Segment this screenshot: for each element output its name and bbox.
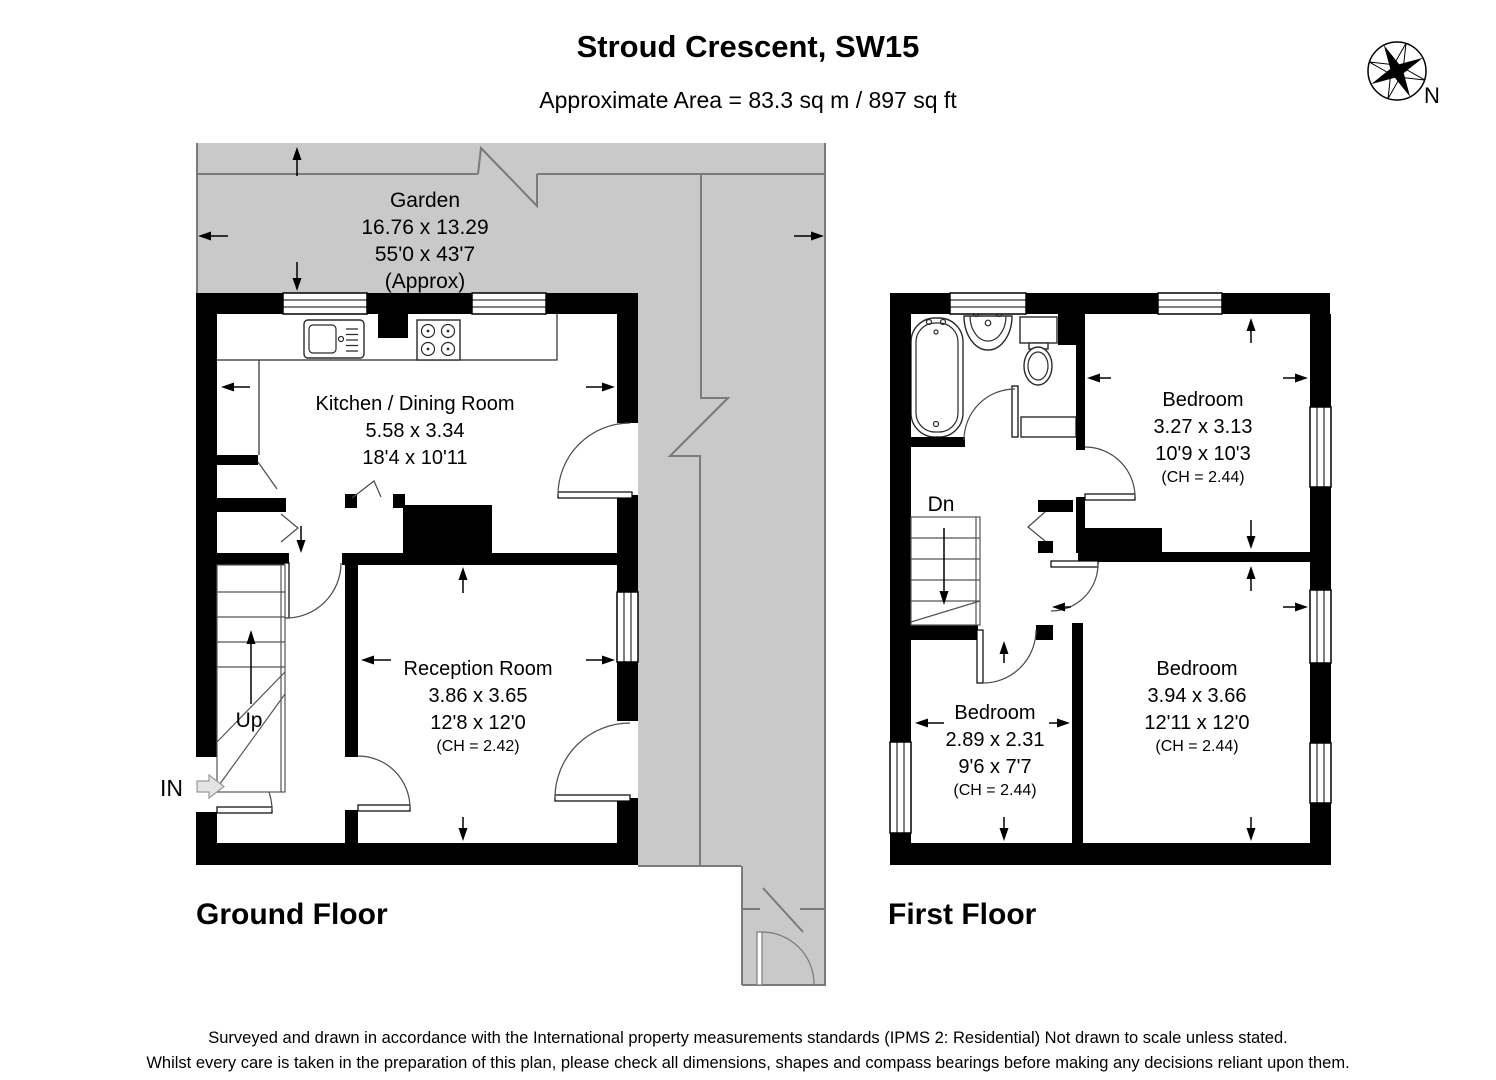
reception-window — [616, 591, 639, 663]
ground-outer-walls — [196, 293, 638, 865]
kitchen-name: Kitchen / Dining Room — [316, 393, 515, 415]
first-floor-label: First Floor — [888, 898, 1037, 931]
bedroom1-dims-m: 3.27 x 3.13 — [1154, 416, 1253, 438]
bedroom1-dims-ft: 10'9 x 10'3 — [1155, 443, 1251, 465]
page-subtitle: Approximate Area = 83.3 sq m / 897 sq ft — [539, 87, 957, 113]
bedroom3-door — [976, 629, 1037, 684]
kitchen-sink-icon — [303, 319, 365, 359]
stairs-down-label: Dn — [928, 493, 955, 516]
basin-icon — [963, 310, 1013, 351]
stairs-up-label: Up — [236, 709, 263, 732]
kitchen-garden-door — [557, 422, 633, 499]
kitchen-window-1 — [282, 292, 368, 315]
understairs-cupboard-door — [280, 513, 299, 543]
entrance-in-label: IN — [160, 775, 183, 801]
garden-fence-middle — [667, 174, 731, 866]
reception-rear-door — [554, 722, 631, 802]
bedroom1-door — [1084, 446, 1136, 501]
gate-break — [742, 887, 826, 933]
kitchen-label: Kitchen / Dining Room 5.58 x 3.34 18'4 x… — [316, 393, 515, 469]
ground-dim-arrows — [221, 382, 615, 841]
bedroom3-dims-ft: 9'6 x 7'7 — [958, 756, 1031, 778]
bedroom1-top-window — [1157, 292, 1223, 315]
bedroom3-dims-m: 2.89 x 2.31 — [946, 729, 1045, 751]
bathtub-icon — [910, 317, 964, 438]
bedroom1-side-window — [1309, 406, 1332, 488]
first-doors — [963, 385, 1136, 684]
bedroom1-ceiling-height: (CH = 2.44) — [1161, 469, 1244, 486]
first-internal-walls — [890, 314, 1310, 843]
passage-column-line — [741, 866, 826, 986]
reception-dims-ft: 12'8 x 12'0 — [430, 712, 526, 734]
page-title: Stroud Crescent, SW15 — [577, 29, 920, 64]
bathroom-cupboard — [1020, 416, 1077, 438]
bathroom-door — [963, 385, 1019, 441]
stairs-up: Up — [216, 564, 286, 793]
kitchen-dims-m: 5.58 x 3.34 — [366, 420, 465, 442]
first-outer-walls — [890, 293, 1331, 865]
garden-dims-m: 16.76 x 13.29 — [361, 216, 488, 239]
ground-internal-walls — [196, 314, 638, 843]
first-floor-plan: Dn Bedroom 3.27 x 3.13 10'9 x 10'3 (CH =… — [888, 292, 1332, 931]
bedroom2-name: Bedroom — [1156, 658, 1237, 680]
reception-name: Reception Room — [404, 658, 553, 680]
garden-break-top — [477, 145, 538, 209]
bedroom2-side-window-2 — [1309, 742, 1332, 804]
compass-icon: N — [1367, 41, 1440, 108]
bedroom2-dims-m: 3.94 x 3.66 — [1148, 685, 1247, 707]
first-windows — [889, 292, 1332, 834]
hall-reception-door — [357, 755, 411, 812]
reception-ceiling-height: (CH = 2.42) — [436, 738, 519, 755]
bedroom1-name: Bedroom — [1162, 389, 1243, 411]
kitchen-counter — [217, 314, 558, 455]
disclaimer-line-1: Surveyed and drawn in accordance with th… — [208, 1029, 1287, 1047]
toilet-icon — [1019, 316, 1058, 386]
entrance-arrow-icon — [196, 773, 225, 800]
reception-label: Reception Room 3.86 x 3.65 12'8 x 12'0 (… — [404, 658, 553, 755]
bedroom2-dims-ft: 12'11 x 12'0 — [1144, 712, 1249, 734]
disclaimer-line-2: Whilst every care is taken in the prepar… — [146, 1054, 1349, 1072]
hob-icon — [416, 319, 461, 361]
garden-approx-note: (Approx) — [385, 270, 466, 293]
bedroom3-label: Bedroom 2.89 x 2.31 9'6 x 7'7 (CH = 2.44… — [946, 702, 1045, 799]
garden-area: Garden 16.76 x 13.29 55'0 x 43'7 (Approx… — [196, 143, 826, 986]
bedroom2-side-window-1 — [1309, 589, 1332, 664]
kitchen-dims-ft: 18'4 x 10'11 — [362, 447, 467, 469]
gate-swing-arc — [761, 931, 815, 985]
bedroom3-side-window — [889, 741, 912, 834]
first-dim-arrows — [915, 318, 1308, 841]
gate-leaf — [756, 931, 763, 986]
reception-dims-m: 3.86 x 3.65 — [429, 685, 528, 707]
ground-doors — [216, 422, 633, 814]
kitchen-window-2 — [471, 292, 547, 315]
airing-cupboard-door — [1027, 511, 1046, 542]
cupboard-door-ajar — [257, 461, 278, 490]
ground-windows — [282, 292, 639, 663]
bedroom3-ceiling-height: (CH = 2.44) — [953, 782, 1036, 799]
compass-north-label: N — [1424, 83, 1440, 108]
garden-dim-arrows — [198, 147, 824, 291]
garden-name: Garden — [390, 189, 460, 212]
bedroom2-door — [1050, 560, 1099, 612]
bedroom2-label: Bedroom 3.94 x 3.66 12'11 x 12'0 (CH = 2… — [1144, 658, 1249, 755]
garden-fill — [196, 143, 826, 985]
chimney-breast — [403, 505, 492, 563]
ground-floor-plan: Up Kitchen / Dining Room 5.58 x 3.34 18'… — [160, 292, 639, 931]
bedroom2-ceiling-height: (CH = 2.44) — [1155, 738, 1238, 755]
kitchen-reception-door-ajar — [351, 480, 382, 499]
stairs-down: Dn — [910, 493, 981, 626]
bedroom3-name: Bedroom — [954, 702, 1035, 724]
ground-floor-label: Ground Floor — [196, 898, 388, 931]
bathroom-window — [949, 292, 1027, 315]
chimney-breast-ff — [1078, 528, 1162, 553]
bedroom1-label: Bedroom 3.27 x 3.13 10'9 x 10'3 (CH = 2.… — [1154, 389, 1253, 486]
garden-dims-ft: 55'0 x 43'7 — [375, 243, 475, 266]
